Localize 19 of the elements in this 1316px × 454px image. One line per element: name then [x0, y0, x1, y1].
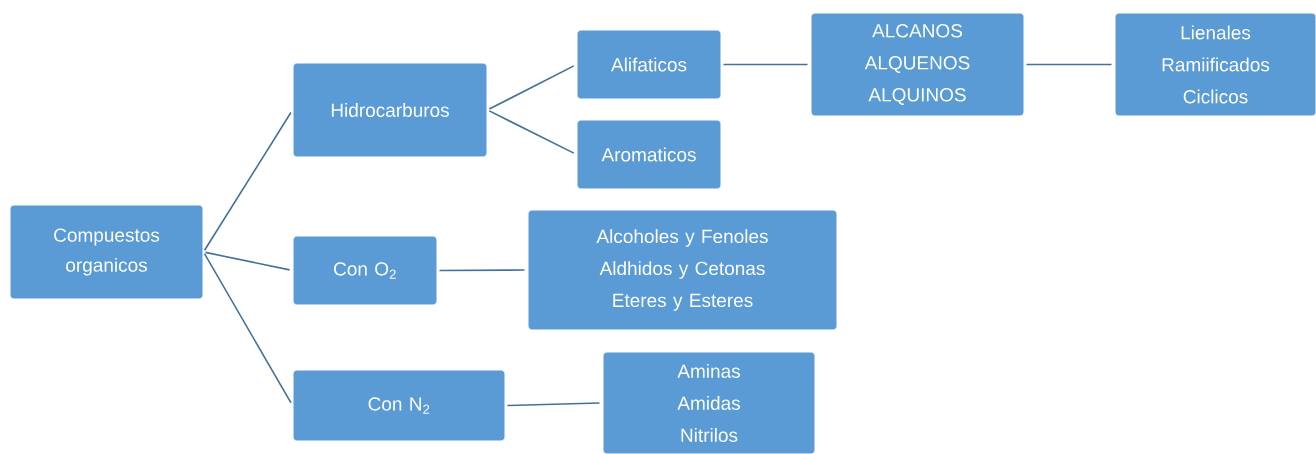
connector-line — [488, 110, 575, 154]
category-box: Aminas Amidas Nitrilos — [602, 351, 816, 454]
connector-line — [203, 252, 292, 404]
category-box: Alifaticos — [576, 29, 722, 100]
category-box: Hidrocarburos — [292, 62, 488, 158]
category-box: Con N$_{2}$ — [292, 369, 506, 442]
connector-line — [204, 251, 291, 271]
category-box: Con O$_{2}$ — [292, 235, 438, 306]
connector-line — [488, 65, 575, 110]
connector-line — [722, 63, 809, 66]
connector-line — [1025, 63, 1113, 66]
category-box: Lienales Ramiificados Ciclicos — [1114, 12, 1316, 117]
category-box: ALCANOS ALQUENOS ALQUINOS — [810, 12, 1025, 117]
category-box: Aromaticos — [576, 119, 722, 190]
connector-line — [506, 402, 601, 407]
connector-line — [203, 111, 292, 252]
category-box: Compuestos organicos — [9, 204, 204, 300]
connector-line — [438, 269, 526, 272]
category-box: Alcoholes y Fenoles Aldhidos y Cetonas Eteres y Esteres — [527, 209, 838, 331]
